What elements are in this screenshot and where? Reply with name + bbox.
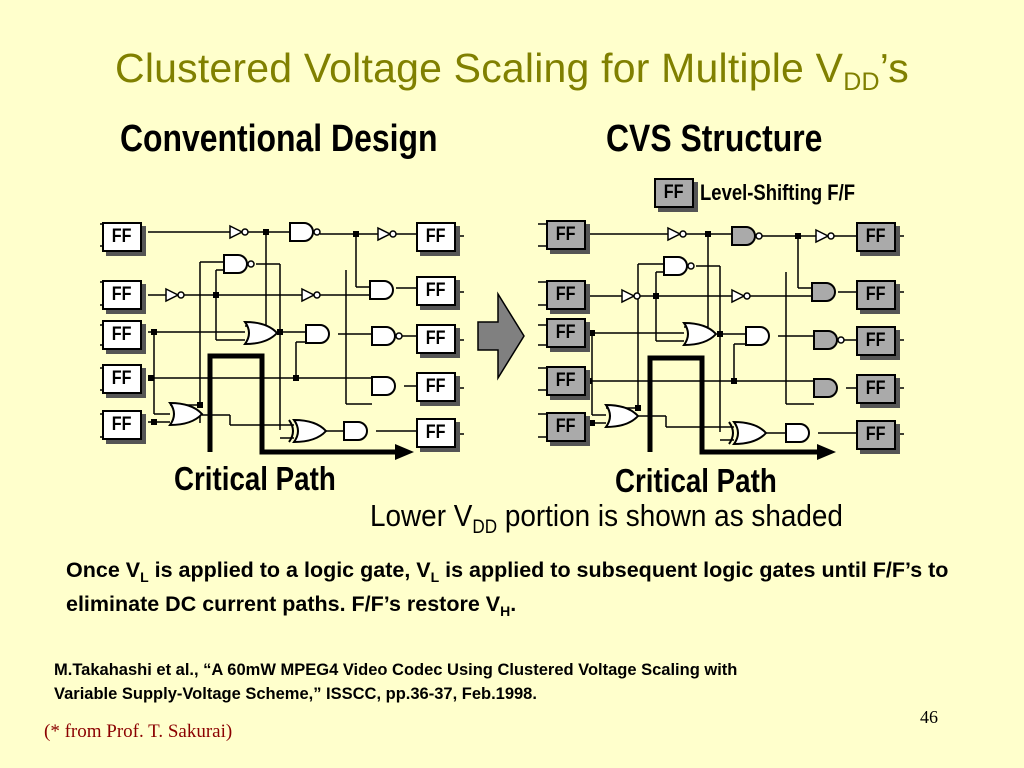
right-ff-input-1: FF [546,220,586,250]
left-ff-output-1: FF [416,222,456,252]
page-number: 46 [920,707,938,727]
legend-label: Level-Shifting F/F [700,180,856,205]
conventional-circuit [100,222,464,460]
slide-title: Clustered Voltage Scaling for Multiple V… [115,45,909,96]
left-ff-output-3: FF [416,324,456,354]
left-ff-input-1: FF [102,222,142,252]
critical-path-label-right: Critical Path [615,462,777,499]
right-ff-output-2: FF [856,280,896,310]
right-ff-output-1: FF [856,222,896,252]
right-ff-input-5: FF [546,412,586,442]
critical-path-label-left: Critical Path [174,460,336,497]
left-ff-output-5: FF [416,418,456,448]
right-ff-output-4: FF [856,374,896,404]
explanation-text: Once VL is applied to a logic gate, VL i… [66,558,949,619]
right-ff-output-3: FF [856,326,896,356]
left-ff-output-2: FF [416,276,456,306]
left-ff-input-5: FF [102,410,142,440]
right-ff-input-3: FF [546,318,586,348]
arrow-right-icon [477,291,525,381]
right-ff-input-2: FF [546,280,586,310]
legend-ff-swatch: FF [654,178,694,208]
left-ff-output-4: FF [416,372,456,402]
right-ff-input-4: FF [546,366,586,396]
conventional-design-heading: Conventional Design [120,118,438,160]
cvs-structure-heading: CVS Structure [606,118,823,160]
credit-note: (* from Prof. T. Sakurai) [44,721,233,742]
reference-line-2: Variable Supply-Voltage Scheme,” ISSCC, … [54,685,537,703]
cvs-circuit [538,223,904,460]
shading-note: Lower VDD portion is shown as shaded [370,498,843,538]
reference-citation: M.Takahashi et al., “A 60mW MPEG4 Video … [54,658,737,706]
left-ff-input-3: FF [102,320,142,350]
left-ff-input-4: FF [102,364,142,394]
reference-line-1: M.Takahashi et al., “A 60mW MPEG4 Video … [54,661,738,679]
left-ff-input-2: FF [102,280,142,310]
right-ff-output-5: FF [856,420,896,450]
